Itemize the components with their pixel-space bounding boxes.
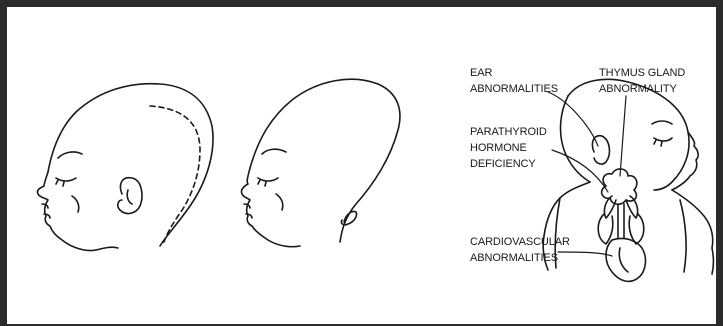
label-thymus-gland: THYMUS GLAND ABNORMALITY [599, 65, 685, 97]
label-cardiovascular-line-2: ABNORMALITIES [470, 250, 570, 266]
ear-leader-line [548, 92, 598, 146]
label-parathyroid-line-1: PARATHYROID [470, 124, 547, 140]
label-ear-line-2: ABNORMALITIES [470, 81, 558, 97]
label-parathyroid-line-3: DEFICIENCY [470, 156, 547, 172]
label-thymus-line-1: THYMUS GLAND [599, 65, 685, 81]
label-cardiovascular-line-1: CARDIOVASCULAR [470, 234, 570, 250]
thymus-leader-line [620, 96, 626, 176]
label-parathyroid-line-2: HORMONE [470, 140, 547, 156]
label-ear-line-1: EAR [470, 65, 558, 81]
infant-head-normal [37, 84, 213, 251]
leader-lines [548, 92, 626, 256]
label-ear-abnormalities: EAR ABNORMALITIES [470, 65, 558, 97]
label-thymus-line-2: ABNORMALITY [599, 81, 685, 97]
label-parathyroid: PARATHYROID HORMONE DEFICIENCY [470, 124, 547, 172]
infant-head-elongated [241, 79, 400, 247]
label-cardiovascular: CARDIOVASCULAR ABNORMALITIES [470, 234, 570, 266]
